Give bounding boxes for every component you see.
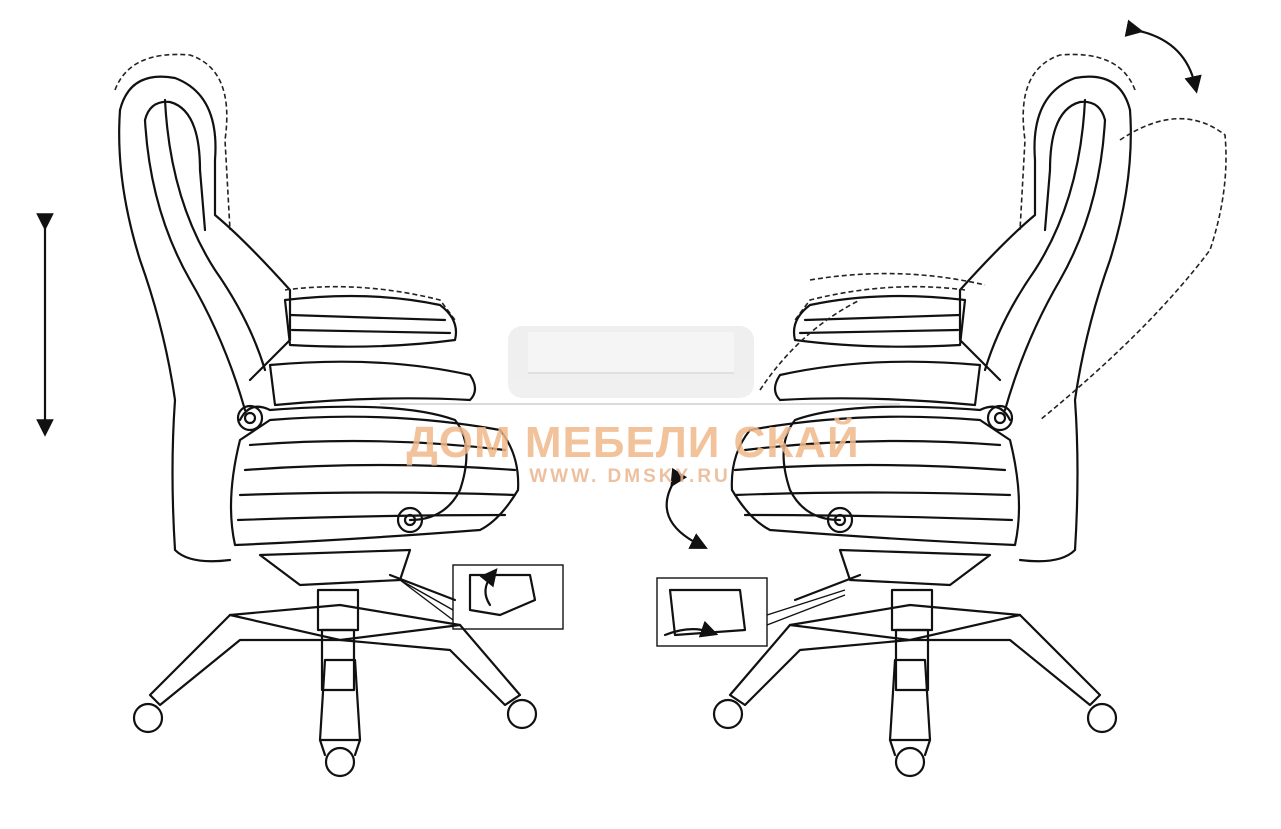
watermark-logo <box>508 326 754 398</box>
lever-detail-inset <box>399 564 564 630</box>
watermark-brand: ДОМ МЕБЕЛИ СКАЙ <box>406 418 860 467</box>
left-chair-height-adjustment <box>36 53 564 778</box>
tilt-lever-detail-inset <box>656 577 846 647</box>
tilt-arrow-icon <box>1124 19 1202 94</box>
watermark-divider <box>380 403 900 405</box>
right-chair-tilt-adjustment <box>656 19 1227 778</box>
rotate-arrow-icon <box>665 467 708 549</box>
tilted-back-outline <box>1039 117 1227 421</box>
watermark-url: WWW. DMSKY.RU <box>529 466 731 487</box>
